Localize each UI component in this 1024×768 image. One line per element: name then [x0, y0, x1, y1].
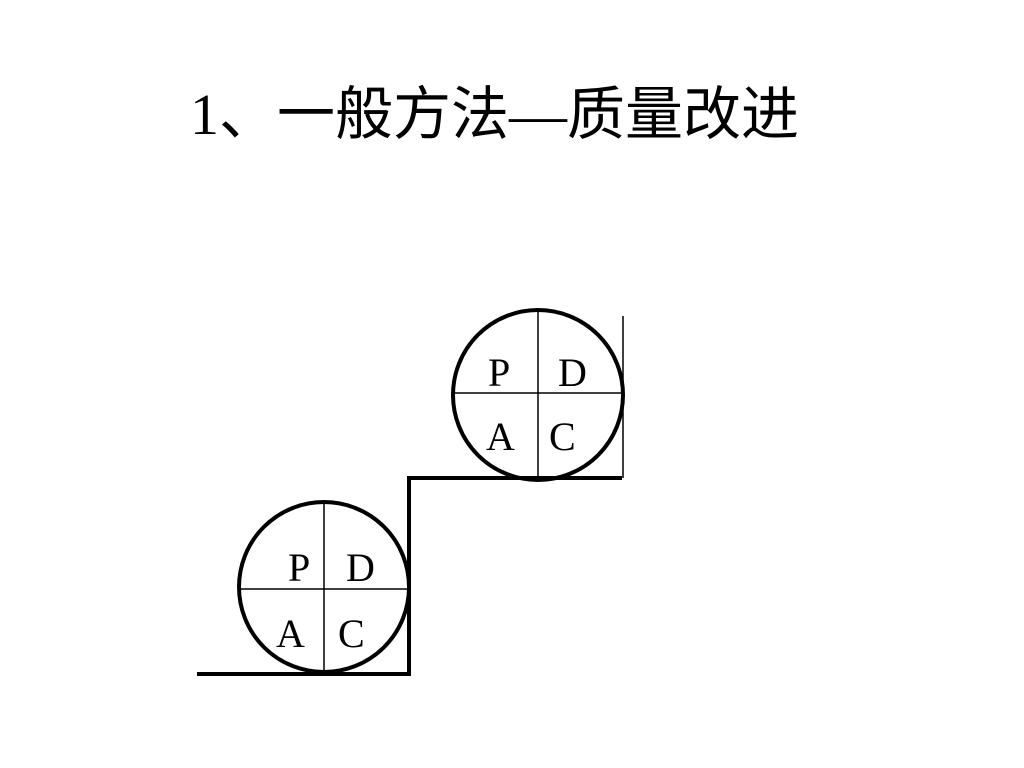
plan-label: P	[488, 350, 510, 395]
check-label: C	[549, 414, 576, 459]
check-label: C	[338, 611, 365, 656]
plan-label: P	[288, 545, 310, 590]
act-label: A	[486, 414, 515, 459]
pdca-cycle-upper: P D A C	[451, 308, 625, 482]
pdca-cycle-lower: P D A C	[237, 500, 411, 674]
do-label: D	[558, 350, 587, 395]
do-label: D	[346, 545, 375, 590]
slide-title: 1、一般方法—质量改进	[190, 82, 800, 147]
act-label: A	[276, 611, 305, 656]
